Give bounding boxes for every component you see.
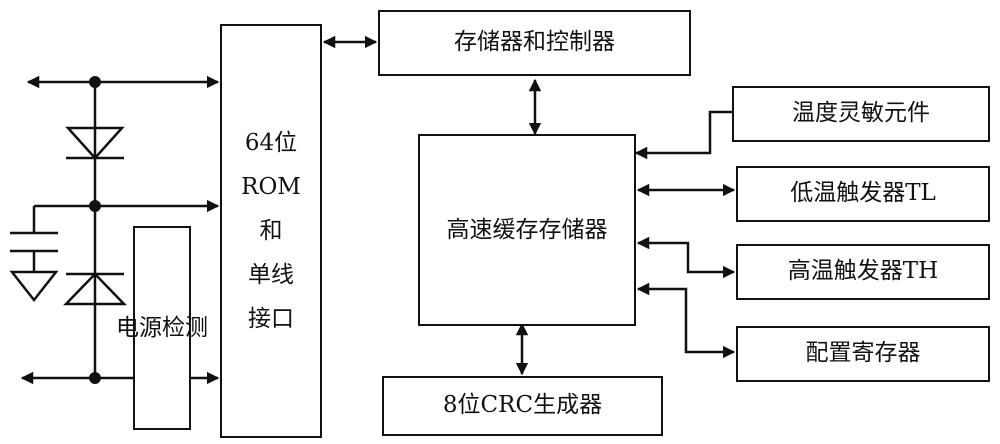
junction-bottom — [89, 372, 101, 384]
rom-label-5: 接口 — [248, 306, 294, 332]
power-label-3: 检 — [162, 315, 185, 341]
high-trigger-block: 高温触发器TH — [736, 244, 990, 300]
low-trigger-block: 低温触发器TL — [736, 166, 990, 222]
th-arrow — [636, 236, 736, 279]
junction-top — [89, 76, 101, 88]
rom-interface-block: 64位 ROM 和 单线 接口 — [220, 24, 322, 438]
memory-controller-label: 存储器和控制器 — [454, 29, 615, 56]
config-arrow — [636, 282, 736, 359]
low-trigger-label: 低温触发器TL — [790, 180, 936, 207]
config-register-block: 配置寄存器 — [736, 326, 990, 382]
crc-generator-label: 8位CRC生成器 — [442, 392, 603, 419]
rom-label-4: 单线 — [248, 262, 294, 288]
ground-symbol — [9, 270, 59, 303]
power-detect-block: 电 源 检 测 — [116, 226, 208, 430]
diode-top — [65, 126, 125, 160]
config-register-label: 配置寄存器 — [805, 340, 921, 367]
junction-middle — [89, 200, 101, 212]
sensor-arrow — [634, 110, 732, 160]
scratchpad-block: 高速 缓存 存储器 — [418, 134, 636, 326]
diode-bottom — [63, 272, 127, 306]
crc-generator-block: 8位CRC生成器 — [382, 376, 663, 436]
rom-label-2: ROM — [241, 174, 301, 200]
temp-sensor-label: 温度灵敏元件 — [792, 100, 930, 127]
power-label-4: 测 — [185, 315, 208, 341]
power-label-2: 源 — [139, 315, 162, 341]
rom-label-1: 64位 — [244, 130, 298, 156]
high-trigger-label: 高温触发器TH — [787, 258, 939, 285]
scratchpad-label-3: 存储器 — [538, 217, 608, 243]
power-label-1: 电 — [116, 315, 139, 341]
rom-label-3: 和 — [259, 218, 283, 244]
memory-controller-block: 存储器和控制器 — [378, 10, 691, 76]
scratchpad-label-1: 高速 — [446, 217, 493, 243]
temp-sensor-block: 温度灵敏元件 — [732, 86, 990, 142]
scratchpad-label-2: 缓存 — [492, 217, 539, 243]
